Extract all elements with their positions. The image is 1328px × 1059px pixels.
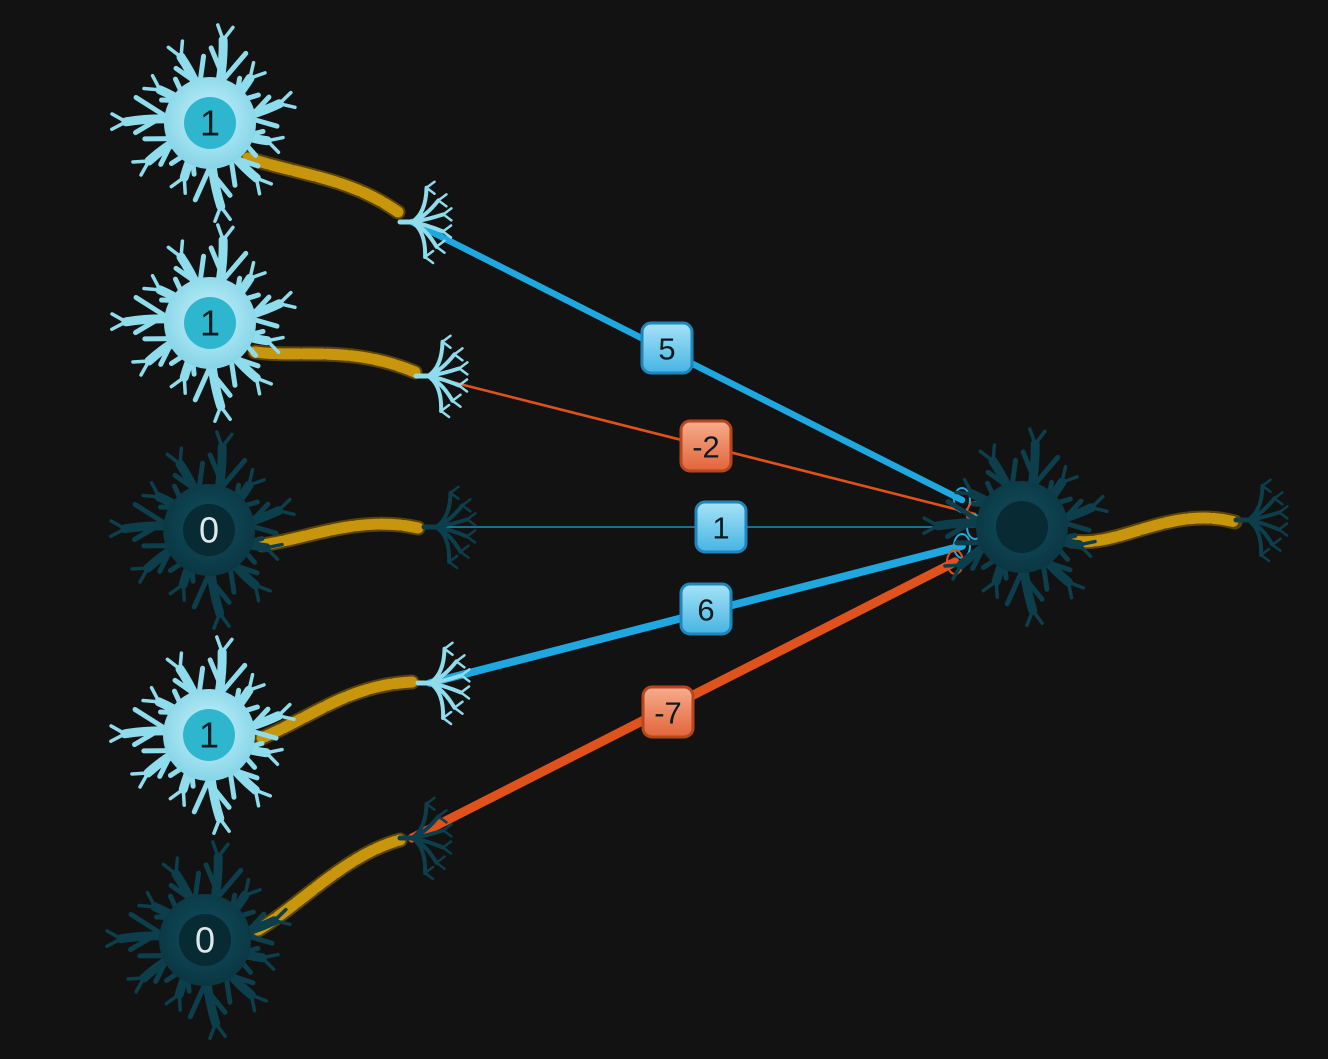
axon-terminal-3 [421, 485, 477, 570]
axon-1-myelin [242, 152, 404, 218]
weight-label-1: 5 [658, 332, 675, 367]
output-axon-terminal [1233, 478, 1289, 563]
weight-label-2: -2 [692, 430, 720, 465]
output-axon-myelin [1066, 512, 1241, 548]
input-neuron-2 [110, 223, 297, 423]
input-state-label-5: 0 [195, 920, 215, 961]
nucleus [183, 504, 235, 556]
nucleus [184, 297, 236, 349]
weight-box-3: 1 [694, 500, 748, 554]
input-neuron-3 [109, 430, 296, 630]
axon-terminal-1 [397, 180, 453, 265]
weight-label-5: -7 [654, 696, 682, 731]
axon-2-myelin [249, 346, 421, 378]
axon-4-myelin [256, 676, 418, 744]
input-state-label-1: 1 [200, 103, 220, 144]
nucleus [184, 97, 236, 149]
weight-box-4: 6 [679, 582, 733, 636]
axon-terminal-4 [415, 641, 471, 726]
weight-box-1: 5 [640, 321, 694, 375]
weight-label-4: 6 [697, 593, 714, 628]
nucleus [179, 914, 231, 966]
axon-terminal-2 [413, 334, 469, 419]
input-neuron-4 [109, 635, 296, 835]
input-neuron-5 [105, 840, 292, 1040]
output-neuron [922, 427, 1109, 627]
axon-3-myelin [256, 518, 424, 551]
nucleus [183, 709, 235, 761]
axon-terminal-5 [397, 796, 453, 881]
weight-box-2: -2 [679, 419, 733, 473]
input-neuron-1 [110, 23, 297, 223]
weight-box-5: -7 [641, 685, 695, 739]
input-state-label-4: 1 [199, 715, 219, 756]
input-state-label-2: 1 [200, 303, 220, 344]
output-nucleus [996, 501, 1048, 553]
weight-label-3: 1 [712, 511, 729, 546]
input-state-label-3: 0 [199, 510, 219, 551]
